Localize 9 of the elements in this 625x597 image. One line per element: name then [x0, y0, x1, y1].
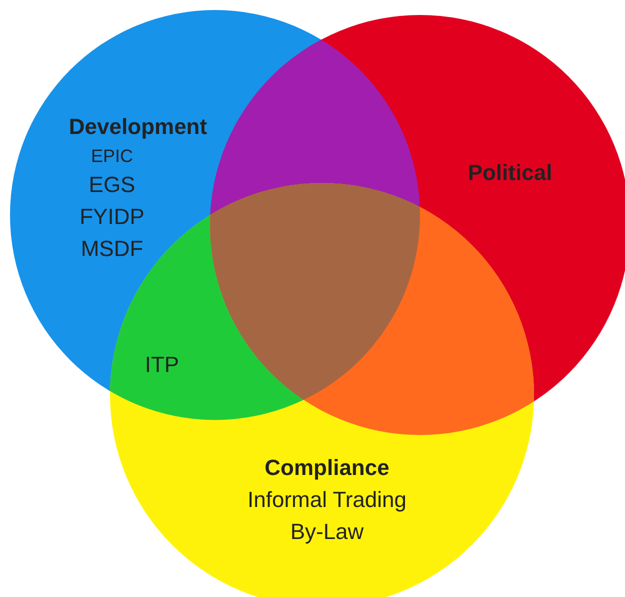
circle-title: Compliance	[264, 454, 390, 482]
circle-item: Informal Trading By-Law	[246, 486, 408, 546]
circle-item: EPIC	[90, 145, 133, 168]
region-label: ITP	[144, 352, 180, 378]
circle-item: EGS	[88, 171, 136, 200]
circle-title: Development	[68, 113, 208, 142]
circle-title: Political	[468, 159, 552, 188]
circle-item: FYIDP	[80, 203, 144, 232]
circle-item: MSDF	[80, 234, 144, 263]
